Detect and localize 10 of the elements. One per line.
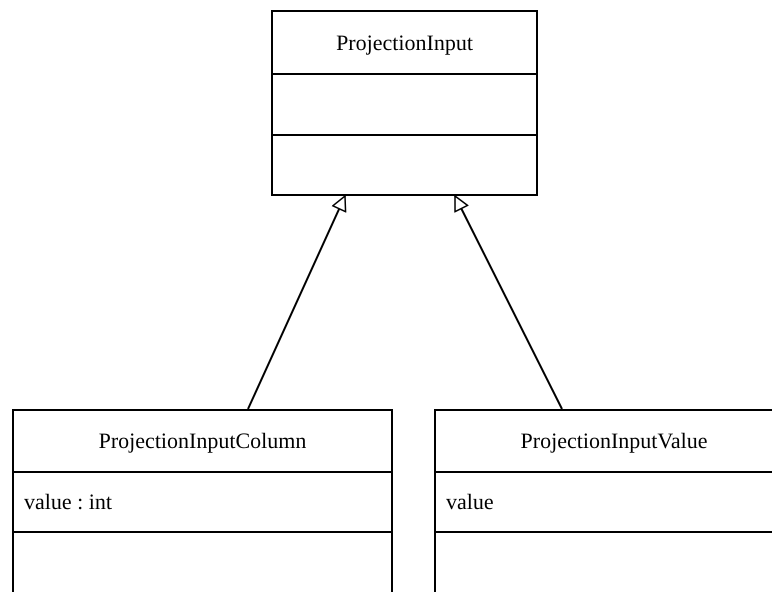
attribute: value	[446, 489, 494, 515]
class-box	[434, 409, 772, 592]
inheritance-arrow	[247, 195, 346, 410]
class-name: ProjectionInput	[336, 30, 473, 56]
inheritance-arrow	[454, 195, 563, 410]
attribute: value : int	[24, 489, 112, 515]
class-box	[271, 10, 538, 196]
class-name: ProjectionInputValue	[520, 428, 708, 454]
class-box	[12, 409, 393, 592]
class-name: ProjectionInputColumn	[98, 428, 306, 454]
